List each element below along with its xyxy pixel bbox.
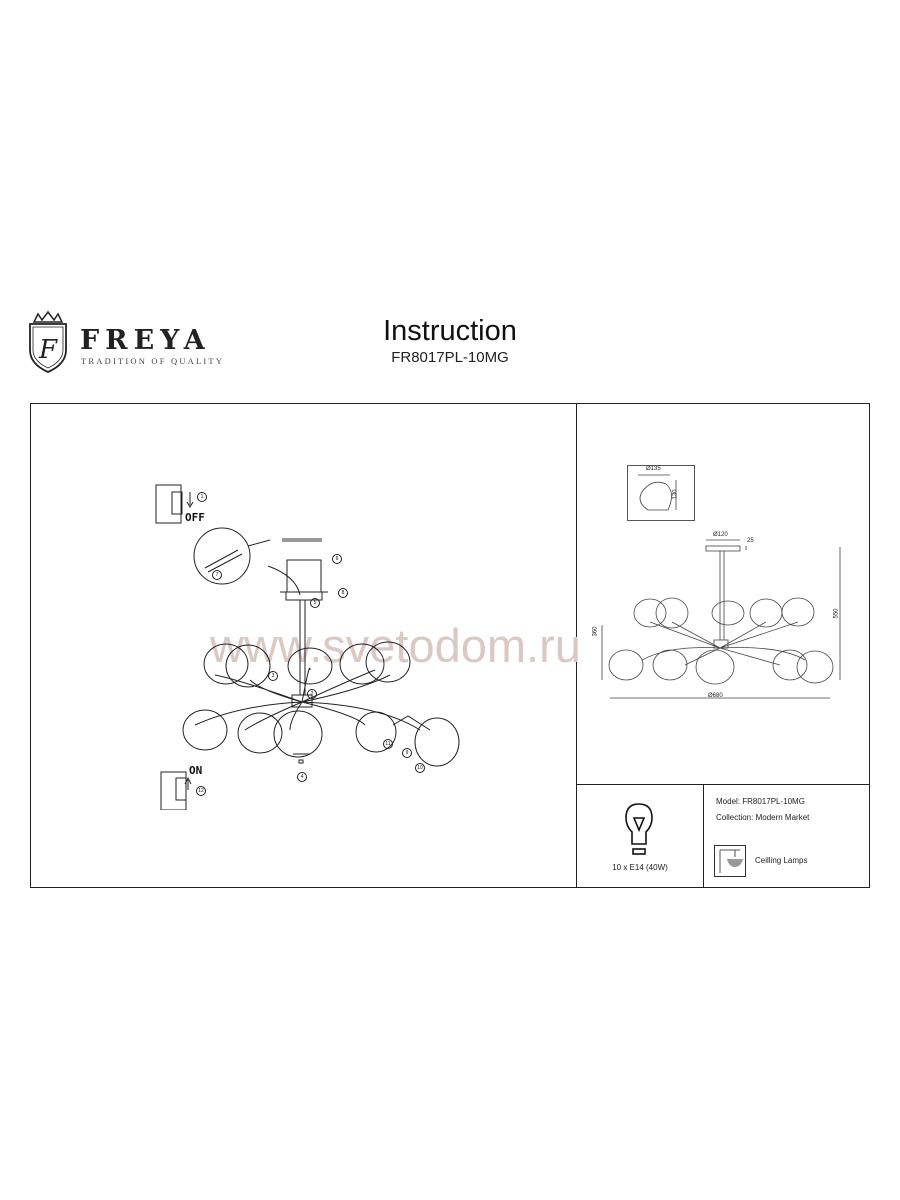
shade-detail-box: [627, 465, 695, 521]
switch-on-label: ON: [189, 764, 203, 777]
step-number: 11: [383, 739, 393, 749]
step-number: 2: [307, 689, 317, 699]
canopy-diameter: Ø120: [713, 532, 728, 538]
step-number: 7: [212, 570, 222, 580]
step-number: 1: [197, 492, 207, 502]
divider: [703, 784, 704, 887]
step-number: 12: [196, 786, 206, 796]
divider: [576, 404, 577, 887]
body-height: 360: [592, 626, 599, 637]
step-number: 6: [332, 554, 342, 564]
ceiling-lamp-icon: [714, 845, 746, 877]
shade-diameter: Ø135: [646, 466, 661, 472]
step-number: 8: [338, 588, 348, 598]
wall-switch-icon: [160, 771, 192, 810]
total-height: 550: [833, 608, 840, 619]
step-number: 5: [310, 598, 320, 608]
svg-text:F: F: [38, 335, 58, 365]
model-number: FR8017PL-10MG: [391, 349, 509, 366]
divider: [576, 784, 869, 785]
brand-name: FREYA: [80, 325, 211, 356]
step-number: 10: [415, 763, 425, 773]
total-diameter: Ø680: [708, 693, 723, 699]
step-number: 9: [402, 748, 412, 758]
instruction-frame: [30, 403, 870, 888]
brand-tagline: TRADITION OF QUALITY: [81, 356, 225, 366]
switch-off-label: OFF: [185, 511, 205, 524]
freya-logo-icon: F: [29, 310, 67, 373]
dimension-drawing: [601, 474, 841, 699]
step-number: 3: [268, 671, 278, 681]
canopy-height: 25: [747, 538, 754, 544]
assembly-diagram: [155, 484, 460, 810]
wall-switch-icon: [155, 484, 194, 524]
light-bulb-icon: [625, 803, 653, 855]
lamp-type: Ceilling Lamps: [755, 856, 808, 865]
step-number: 4: [297, 772, 307, 782]
bulb-spec: 10 x E14 (40W): [612, 863, 668, 872]
watermark: www.svetodom.ru: [210, 619, 581, 672]
page-title: Instruction: [383, 315, 517, 347]
collection-spec: Collection: Modern Market: [716, 813, 810, 822]
model-spec: Model: FR8017PL-10MG: [716, 797, 805, 806]
shade-height: 130: [672, 489, 679, 500]
